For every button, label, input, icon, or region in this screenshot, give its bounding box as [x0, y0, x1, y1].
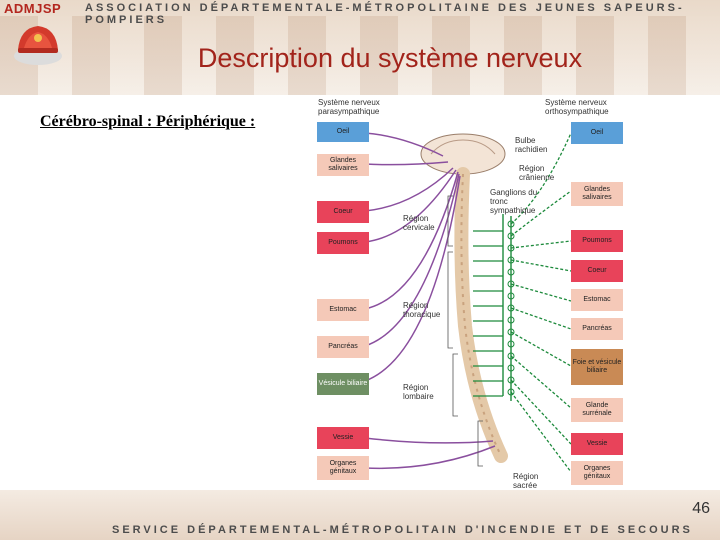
label-lombaire: Région lombaire — [403, 383, 434, 401]
right-organ-liver: Foie et vésicule biliaire — [571, 349, 623, 385]
brand-logo-text: ADMJSP — [4, 1, 62, 16]
left-organ-salivary-glands: Glandes salivaires — [317, 154, 369, 176]
nervous-system-diagram: Système nerveux parasympathique Système … — [313, 96, 706, 490]
label-bulbe: Bulbe rachidien — [515, 136, 548, 154]
sympathetic-heading: Système nerveux orthosympathique — [545, 98, 609, 116]
left-organ-pancreas: Pancréas — [317, 336, 369, 358]
right-organ-heart: Coeur — [571, 260, 623, 282]
left-organ-heart: Coeur — [317, 201, 369, 223]
nerve-pathways-graphic — [364, 132, 572, 473]
footer-organization: SERVICE DÉPARTEMENTAL-MÉTROPOLITAIN D'IN… — [112, 524, 693, 536]
left-organ-stomach: Estomac — [317, 299, 369, 321]
left-organ-lungs: Poumons — [317, 232, 369, 254]
right-organ-stomach: Estomac — [571, 289, 623, 311]
label-thoracique: Région thoracique — [403, 301, 441, 319]
label-cervicale: Région cervicale — [403, 214, 435, 232]
parasympathetic-heading: Système nerveux parasympathique — [318, 98, 380, 116]
label-ganglions: Ganglions du tronc sympathique — [490, 188, 538, 215]
right-organ-pancreas: Pancréas — [571, 318, 623, 340]
label-sacree: Région sacrée — [513, 472, 539, 490]
helmet-logo-icon — [14, 26, 62, 65]
page-number: 46 — [692, 500, 710, 517]
left-organ-bladder: Vessie — [317, 427, 369, 449]
left-organ-eye: Oeil — [317, 122, 369, 142]
left-organ-genitals: Organes génitaux — [317, 456, 369, 480]
footer-band — [0, 490, 720, 540]
label-cranienne: Région crânienne — [519, 164, 555, 182]
header-banner: ADMJSP ASSOCIATION DÉPARTEMENTALE-MÉTROP… — [0, 0, 720, 95]
right-organ-salivary-glands: Glandes salivaires — [571, 182, 623, 206]
right-organ-bladder: Vessie — [571, 433, 623, 455]
left-organ-gallbladder: Vésicule biliaire — [317, 373, 369, 395]
right-organ-adrenal-gland: Glande surrénale — [571, 398, 623, 422]
right-organ-eye: Oeil — [571, 122, 623, 144]
header-organization: ASSOCIATION DÉPARTEMENTALE-MÉTROPOLITAIN… — [85, 2, 685, 26]
right-organ-genitals: Organes génitaux — [571, 461, 623, 485]
slide-subtitle: Cérébro-spinal : Périphérique : — [40, 113, 256, 130]
right-organ-lungs: Poumons — [571, 230, 623, 252]
slide-title: Description du système nerveux — [197, 43, 583, 73]
